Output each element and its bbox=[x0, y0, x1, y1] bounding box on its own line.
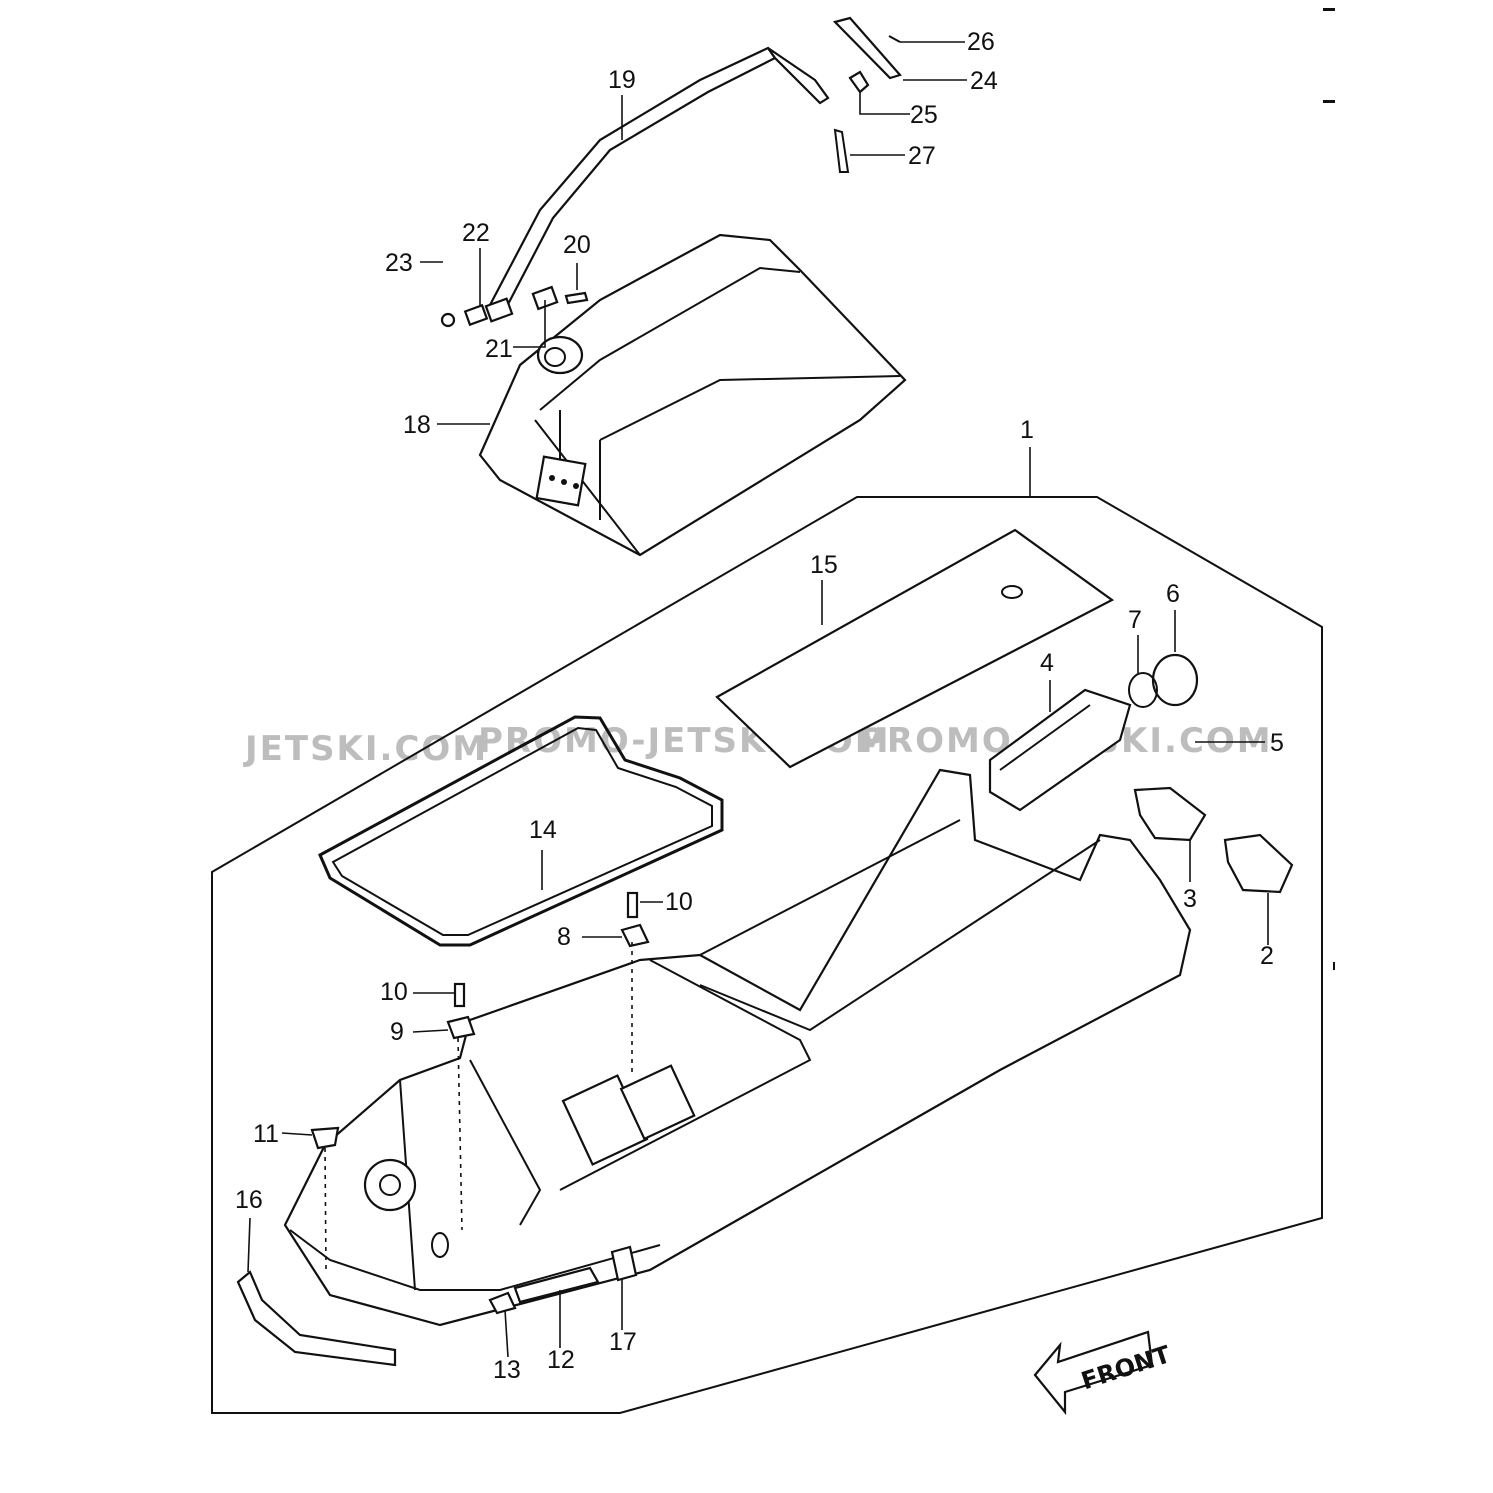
cover-3 bbox=[1133, 786, 1207, 842]
callout-21: 21 bbox=[485, 335, 513, 363]
upper-hardware bbox=[832, 16, 902, 173]
part-12 bbox=[513, 1266, 600, 1304]
callout-23: 23 bbox=[385, 249, 413, 277]
part-10-lower bbox=[453, 982, 466, 1008]
callout-22: 22 bbox=[462, 219, 490, 247]
callout-2: 2 bbox=[1260, 942, 1274, 970]
callout-16: 16 bbox=[235, 1186, 263, 1214]
assembly-frame bbox=[211, 496, 1323, 1414]
part-8 bbox=[620, 923, 650, 948]
handle-pole bbox=[488, 46, 830, 312]
callout-18: 18 bbox=[403, 411, 431, 439]
front-arrow: FRONT bbox=[1033, 1330, 1174, 1416]
callout-10-upper: 10 bbox=[665, 888, 693, 916]
callout-8: 8 bbox=[557, 923, 571, 951]
callout-26: 26 bbox=[967, 28, 995, 56]
edge-mark bbox=[1333, 962, 1335, 970]
gasket bbox=[318, 715, 724, 947]
edge-mark bbox=[1323, 100, 1335, 103]
floor-mat bbox=[715, 528, 1115, 769]
callout-1: 1 bbox=[1020, 416, 1034, 444]
callout-6: 6 bbox=[1166, 580, 1180, 608]
part-13 bbox=[488, 1291, 517, 1315]
callout-15: 15 bbox=[810, 551, 838, 579]
callout-25: 25 bbox=[910, 101, 938, 129]
cover-2 bbox=[1223, 833, 1294, 894]
alignment-line bbox=[324, 1147, 327, 1271]
callout-9: 9 bbox=[390, 1018, 404, 1046]
callout-10-lower: 10 bbox=[380, 978, 408, 1006]
callout-3: 3 bbox=[1183, 885, 1197, 913]
duct bbox=[988, 688, 1132, 812]
callout-24: 24 bbox=[970, 67, 998, 95]
callout-7: 7 bbox=[1128, 606, 1142, 634]
callout-17: 17 bbox=[609, 1328, 637, 1356]
pole-hardware bbox=[440, 285, 589, 328]
part-16 bbox=[236, 1270, 397, 1367]
engine-hood bbox=[478, 233, 907, 557]
callout-12: 12 bbox=[547, 1346, 575, 1374]
callout-11: 11 bbox=[253, 1120, 279, 1148]
part-17 bbox=[610, 1245, 638, 1282]
part-10-upper bbox=[626, 891, 639, 919]
callout-5: 5 bbox=[1270, 729, 1284, 757]
callout-27: 27 bbox=[908, 142, 936, 170]
watermark-jetski: JETSKI.COM bbox=[243, 729, 488, 769]
part-11 bbox=[310, 1126, 340, 1150]
o-ring bbox=[1128, 672, 1158, 708]
hull bbox=[283, 768, 1192, 1327]
leader-lines bbox=[247, 41, 1269, 1358]
edge-mark bbox=[1323, 8, 1335, 11]
part-9 bbox=[446, 1015, 476, 1040]
callout-14: 14 bbox=[529, 816, 557, 844]
callout-4: 4 bbox=[1040, 649, 1054, 677]
callout-20: 20 bbox=[563, 231, 591, 259]
callout-19: 19 bbox=[608, 66, 636, 94]
callout-13: 13 bbox=[493, 1356, 521, 1384]
cap bbox=[1151, 653, 1199, 707]
